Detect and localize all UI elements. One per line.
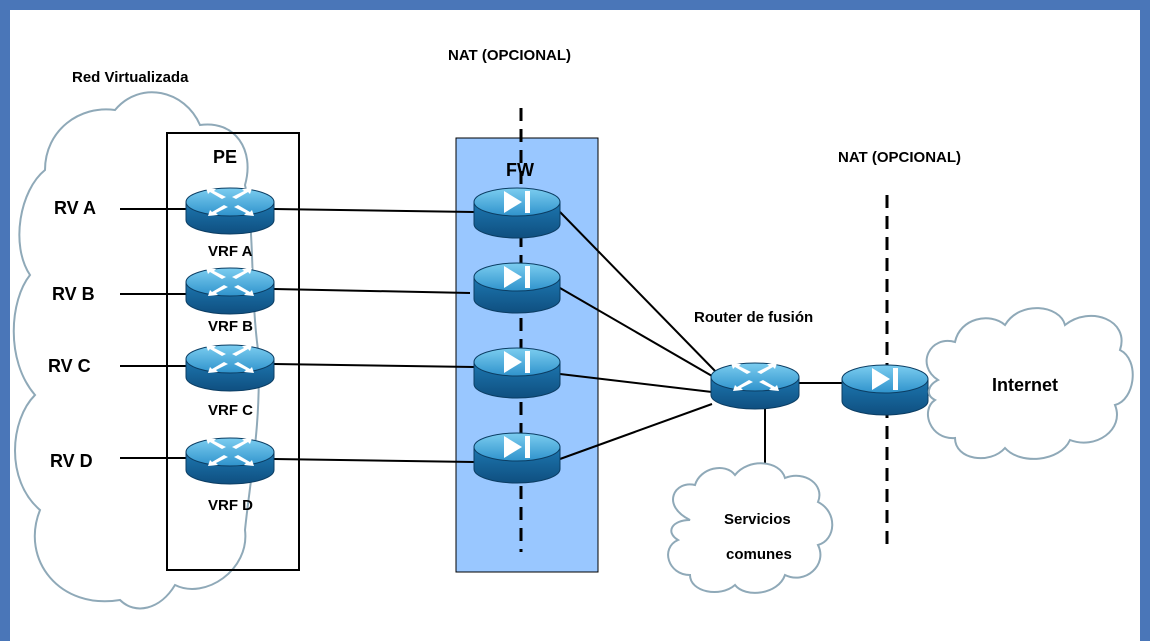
rv-d-label: RV D xyxy=(50,451,93,471)
firewall-icon-b xyxy=(473,262,561,314)
router-icon-vrf-d xyxy=(185,437,275,485)
vrf-a-label: VRF A xyxy=(208,243,253,260)
vrf-d-label: VRF D xyxy=(208,497,253,514)
rv-a-label: RV A xyxy=(54,198,96,218)
router-icon-vrf-b xyxy=(185,267,275,315)
internet-label: Internet xyxy=(992,375,1058,395)
router-icon-vrf-a xyxy=(185,187,275,235)
router-fusion-label: Router de fusión xyxy=(694,309,813,326)
servicios-label-line1: Servicios xyxy=(724,511,791,528)
connection-lines xyxy=(120,208,843,471)
firewall-icon-a xyxy=(473,187,561,239)
router-icon-fusion xyxy=(710,362,800,410)
firewall-icon-internet xyxy=(841,364,929,416)
firewall-icon-c xyxy=(473,347,561,399)
firewall-icon-d xyxy=(473,432,561,484)
vrf-c-label: VRF C xyxy=(208,402,253,419)
vrf-b-label: VRF B xyxy=(208,318,253,335)
internet-cloud-icon xyxy=(925,307,1134,460)
red-virtualizada-label: Red Virtualizada xyxy=(72,69,189,86)
pe-box xyxy=(166,132,300,571)
nat-right-label: NAT (OPCIONAL) xyxy=(838,149,961,166)
rv-b-label: RV B xyxy=(52,284,95,304)
router-icon-vrf-c xyxy=(185,344,275,392)
shared-services-cloud-icon xyxy=(667,462,834,594)
rv-c-label: RV C xyxy=(48,356,91,376)
fw-label: FW xyxy=(506,160,534,180)
servicios-label-line2: comunes xyxy=(726,546,792,563)
pe-label: PE xyxy=(213,147,237,167)
nat-top-label: NAT (OPCIONAL) xyxy=(448,47,571,64)
